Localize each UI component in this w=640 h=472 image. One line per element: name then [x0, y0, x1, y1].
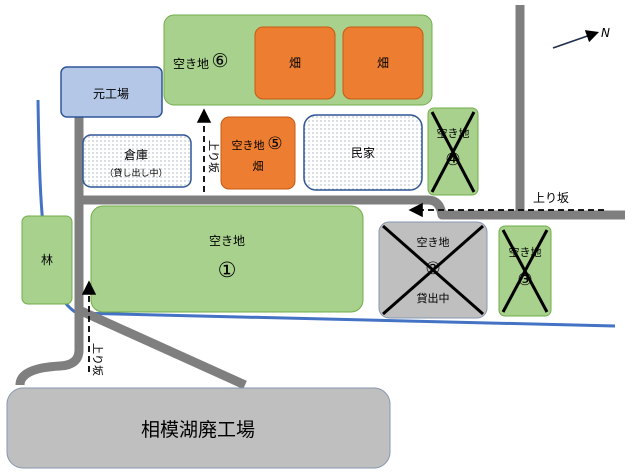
lot-5-number: ⑤: [267, 134, 282, 154]
cross-mark: [430, 111, 476, 193]
lot-2-number: ②: [425, 259, 440, 279]
lot-3-number: ③: [517, 270, 532, 290]
field-a-label: 畑: [289, 56, 301, 70]
lot-3-label: 空き地: [509, 245, 542, 259]
forest-label: 林: [41, 253, 53, 267]
roads: [15, 5, 625, 390]
former-factory-label: 元工場: [93, 87, 129, 101]
slope-north: 上り坂: [196, 108, 220, 192]
cross-mark: [382, 224, 484, 316]
lot-1-label: 空き地: [209, 234, 245, 248]
slope-south: 上り坂: [81, 280, 104, 376]
lot-2: 空き地 ② 貸出中: [378, 221, 488, 319]
lot-2-sub: 貸出中: [417, 291, 450, 305]
slope-east: 上り坂: [408, 191, 604, 218]
north-label: N: [601, 26, 610, 40]
forest: 林: [21, 215, 73, 305]
main-factory-label: 相模湖廃工場: [141, 419, 255, 441]
former-factory: 元工場: [60, 66, 163, 118]
lot-4: 空き地 ④: [427, 107, 479, 196]
field-b: 畑: [342, 26, 424, 100]
lot-4-number: ④: [445, 150, 460, 170]
warehouse: 倉庫 （貸し出し中）: [82, 134, 192, 188]
slope-north-label: 上り坂: [207, 140, 220, 173]
cross-mark: [501, 229, 549, 313]
warehouse-note: （貸し出し中）: [104, 167, 167, 179]
field-a: 畑: [254, 26, 336, 100]
lot-6-number: ⑥: [211, 50, 228, 72]
lot-4-label: 空き地: [437, 126, 470, 140]
lot-3: 空き地 ③: [498, 225, 552, 317]
slope-south-label: 上り坂: [91, 343, 104, 376]
river-south: [74, 311, 616, 328]
slope-east-label: 上り坂: [533, 191, 569, 205]
lot-1-number: ①: [218, 258, 237, 282]
lot-5-sub: 畑: [253, 160, 264, 173]
lot-5: 空き地 ⑤ 畑: [220, 116, 296, 190]
lot-6-label: 空き地: [173, 57, 209, 71]
lot-1: 空き地 ①: [90, 205, 364, 313]
private-house-label: 民家: [351, 145, 375, 160]
warehouse-label: 倉庫: [124, 147, 148, 162]
main-factory: 相模湖廃工場: [6, 387, 391, 469]
field-b-label: 畑: [377, 56, 389, 70]
lot-2-label: 空き地: [417, 235, 450, 249]
north-arrow: N: [552, 26, 610, 49]
lot-5-label: 空き地: [232, 138, 265, 152]
private-house: 民家: [303, 114, 423, 191]
